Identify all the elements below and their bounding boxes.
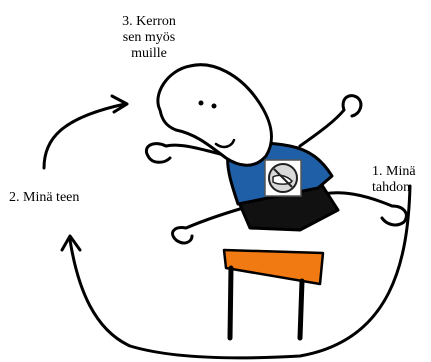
runner-right-arm [300, 110, 344, 146]
shoe-prohibited-icon [265, 160, 301, 196]
hurdle [224, 250, 323, 338]
runner-front-foot [382, 206, 406, 225]
hurdle-left-leg [230, 268, 231, 338]
runner-eye-left [199, 101, 204, 106]
runner-head [158, 65, 272, 166]
hurdle-bar [224, 250, 323, 284]
label-step-2: 2. Minä teen [9, 190, 79, 206]
runner-right-hand [343, 96, 361, 116]
runner-back-foot [173, 228, 192, 243]
runner-left-hand [146, 144, 170, 163]
runner-figure [146, 65, 406, 243]
runner-eye-right [212, 104, 217, 109]
hurdle-right-leg [300, 281, 302, 338]
arrow-step1-to-step2 [70, 186, 410, 358]
label-step-3: 3. Kerron sen myös muille [117, 14, 181, 62]
label-step-1: 1. Minä tahdon [372, 164, 431, 196]
arrow-step2-to-step3 [44, 104, 125, 168]
